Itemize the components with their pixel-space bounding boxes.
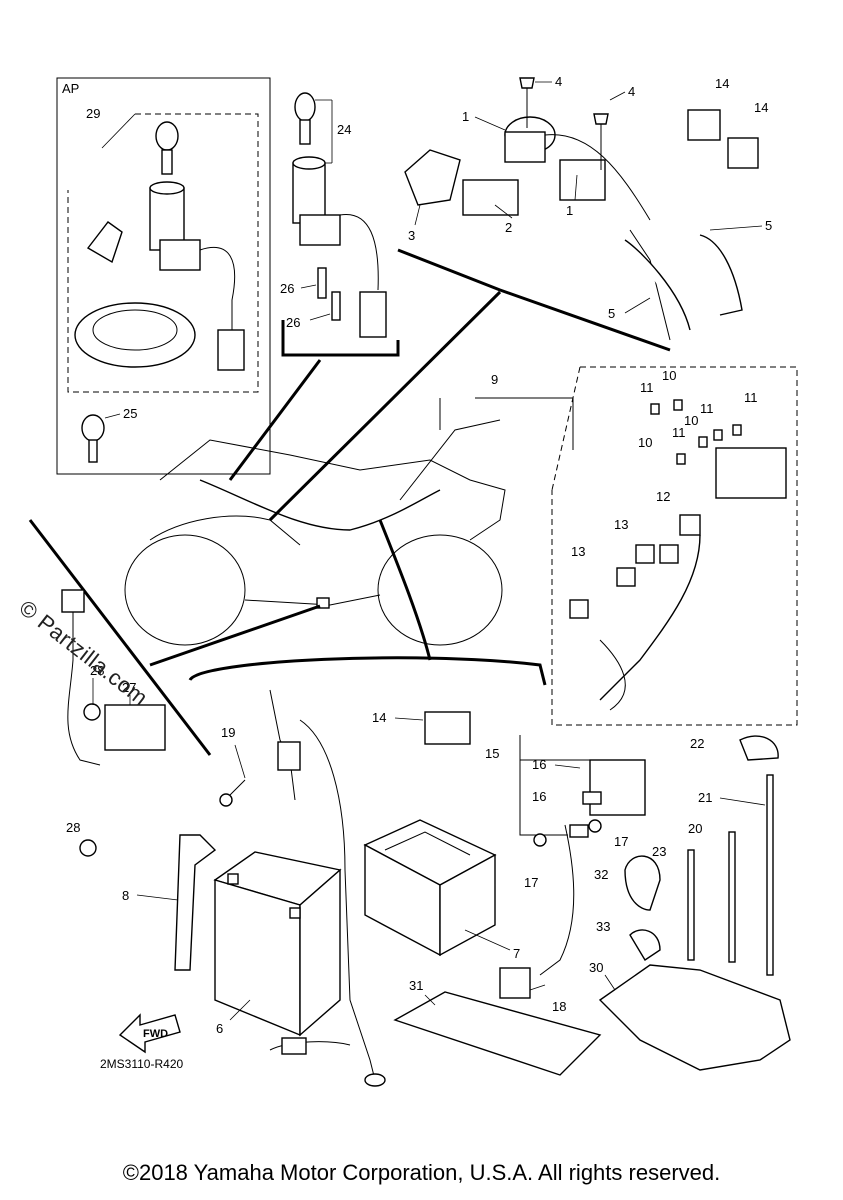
ap-kit-box: AP (56, 77, 271, 475)
callout-10c: 10 (638, 435, 652, 450)
callout-32: 32 (594, 867, 608, 882)
callout-1b: 1 (566, 203, 573, 218)
main-switch-group (281, 92, 400, 357)
ignition-key-icon (155, 121, 179, 175)
callout-21: 21 (698, 790, 712, 805)
callout-19: 19 (221, 725, 235, 740)
callout-22: 22 (690, 736, 704, 751)
callout-29: 29 (86, 106, 100, 121)
callout-26b: 26 (286, 315, 300, 330)
cable-tie-long-icon (766, 774, 774, 976)
main-switch-icon (149, 181, 245, 371)
callout-24: 24 (337, 122, 351, 137)
callout-10b: 10 (684, 413, 698, 428)
callout-11d: 11 (672, 425, 686, 440)
callout-33: 33 (596, 919, 610, 934)
battery-cables (219, 689, 386, 1087)
callout-17b: 17 (614, 834, 628, 849)
fuel-cap-icon (74, 302, 196, 368)
callout-14a: 14 (715, 76, 729, 91)
callout-18: 18 (552, 999, 566, 1014)
callout-28a: 28 (90, 663, 104, 678)
callout-11c: 11 (744, 390, 758, 405)
callout-7: 7 (513, 946, 520, 961)
callout-9: 9 (491, 372, 498, 387)
handlebar-group (397, 77, 759, 352)
cable-tie-mid-icon (728, 831, 736, 963)
callout-2: 2 (505, 220, 512, 235)
callout-20: 20 (688, 821, 702, 836)
callout-1a: 1 (462, 109, 469, 124)
battery-icon (213, 851, 342, 1037)
sidestand-switch-group (61, 589, 166, 857)
callout-23: 23 (652, 844, 666, 859)
callout-25: 25 (123, 406, 137, 421)
battery-box-icon (363, 819, 497, 957)
seat-lock-icon (86, 221, 123, 264)
callout-3: 3 (408, 228, 415, 243)
callout-16a: 16 (532, 757, 546, 772)
key-icon (294, 92, 316, 145)
ap-box-label: AP (62, 81, 79, 96)
diagram-code: 2MS3110-R420 (100, 1057, 183, 1071)
callout-30: 30 (589, 960, 603, 975)
callout-4a: 4 (555, 74, 562, 89)
motorcycle-outline (124, 397, 574, 646)
battery-band-icon (174, 834, 217, 971)
callout-12: 12 (656, 489, 670, 504)
callout-17a: 17 (524, 875, 538, 890)
cable-holder-icon (624, 855, 661, 911)
callout-6: 6 (216, 1021, 223, 1036)
plate-cover-icon (598, 964, 791, 1071)
callout-26a: 26 (280, 281, 294, 296)
callout-10a: 10 (662, 368, 676, 383)
cable-tie-short-icon (687, 849, 695, 961)
callout-16b: 16 (532, 789, 546, 804)
battery-sheet-icon (393, 991, 602, 1076)
callout-14b: 14 (754, 100, 768, 115)
callout-15: 15 (485, 746, 499, 761)
callout-11a: 11 (640, 380, 654, 395)
wire-clip-icon (629, 929, 661, 961)
fuse-box-group (551, 366, 798, 726)
callout-13a: 13 (614, 517, 628, 532)
starter-relay-group (424, 711, 646, 999)
fuse-icons (650, 399, 742, 465)
copyright-footer: ©2018 Yamaha Motor Corporation, U.S.A. A… (122, 1160, 721, 1185)
callout-5a: 5 (765, 218, 772, 233)
callout-13b: 13 (571, 544, 585, 559)
callout-5b: 5 (608, 306, 615, 321)
fwd-arrow-icon: FWD (118, 1013, 181, 1054)
callout-layer: 1 1 2 3 4 4 5 5 6 7 8 9 10 10 10 11 11 1… (66, 74, 772, 1036)
fwd-label: FWD (143, 1028, 168, 1040)
clamp-icon (739, 735, 779, 761)
key-blank-icon (81, 414, 105, 463)
callout-27: 27 (122, 680, 136, 695)
callout-28b: 28 (66, 820, 80, 835)
callout-31: 31 (409, 978, 423, 993)
callout-11b: 11 (700, 401, 714, 416)
callout-14c: 14 (372, 710, 386, 725)
callout-8: 8 (122, 888, 129, 903)
callout-4b: 4 (628, 84, 635, 99)
